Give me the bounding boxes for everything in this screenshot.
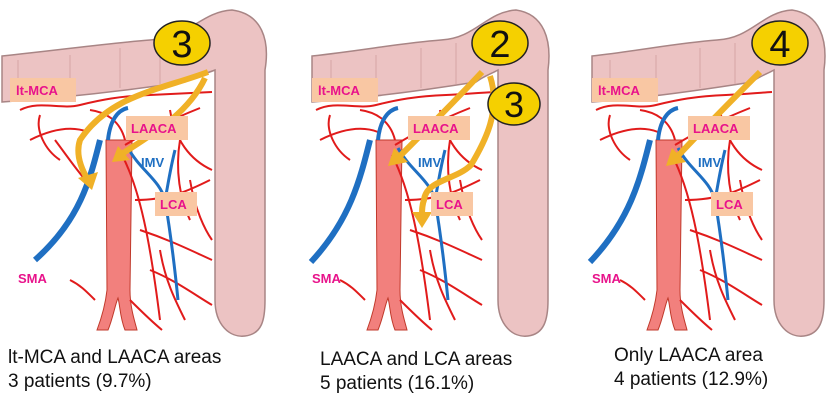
- lt-mca-label: lt-MCA: [16, 83, 58, 98]
- diagram-1: 3 lt-MCA LAACA IMV LCA SMA: [0, 0, 275, 398]
- sma-label: SMA: [592, 271, 622, 286]
- badge-number: 3: [504, 84, 524, 125]
- laaca-label: LAACA: [131, 121, 177, 136]
- badge-number: 2: [489, 24, 510, 66]
- colon: [2, 10, 266, 336]
- panel-2: 2 3 lt-MCA LAACA IMV LCA SMA LAACA and L…: [276, 0, 551, 398]
- badge-number: 4: [769, 24, 790, 66]
- diagram-2: 2 3 lt-MCA LAACA IMV LCA SMA: [276, 0, 551, 398]
- caption-patients: 3 patients (9.7%): [8, 370, 221, 394]
- lca-label: LCA: [436, 197, 463, 212]
- laaca-label: LAACA: [413, 121, 459, 136]
- caption-area: Only LAACA area: [614, 344, 768, 368]
- lca-label: LCA: [160, 197, 187, 212]
- sma-label: SMA: [312, 271, 342, 286]
- caption: LAACA and LCA areas 5 patients (16.1%): [320, 348, 512, 396]
- lt-mca-label: lt-MCA: [318, 83, 360, 98]
- caption: Only LAACA area 4 patients (12.9%): [614, 344, 768, 392]
- laaca-label: LAACA: [693, 121, 739, 136]
- caption-area: LAACA and LCA areas: [320, 348, 512, 372]
- lt-mca-label: lt-MCA: [598, 83, 640, 98]
- caption-patients: 4 patients (12.9%): [614, 368, 768, 392]
- imv-label: IMV: [418, 155, 441, 170]
- imv-label: IMV: [698, 155, 721, 170]
- badge-number: 3: [171, 24, 192, 66]
- caption: lt-MCA and LAACA areas 3 patients (9.7%): [8, 346, 221, 394]
- panel-3: 4 lt-MCA LAACA IMV LCA SMA Only LAACA ar…: [552, 0, 827, 398]
- lca-label: LCA: [716, 197, 743, 212]
- panel-1: 3 lt-MCA LAACA IMV LCA SMA lt-MCA and LA…: [0, 0, 275, 398]
- sma-label: SMA: [18, 271, 48, 286]
- caption-patients: 5 patients (16.1%): [320, 372, 512, 396]
- imv-label: IMV: [141, 155, 164, 170]
- caption-area: lt-MCA and LAACA areas: [8, 346, 221, 370]
- diagram-3: 4 lt-MCA LAACA IMV LCA SMA: [552, 0, 827, 398]
